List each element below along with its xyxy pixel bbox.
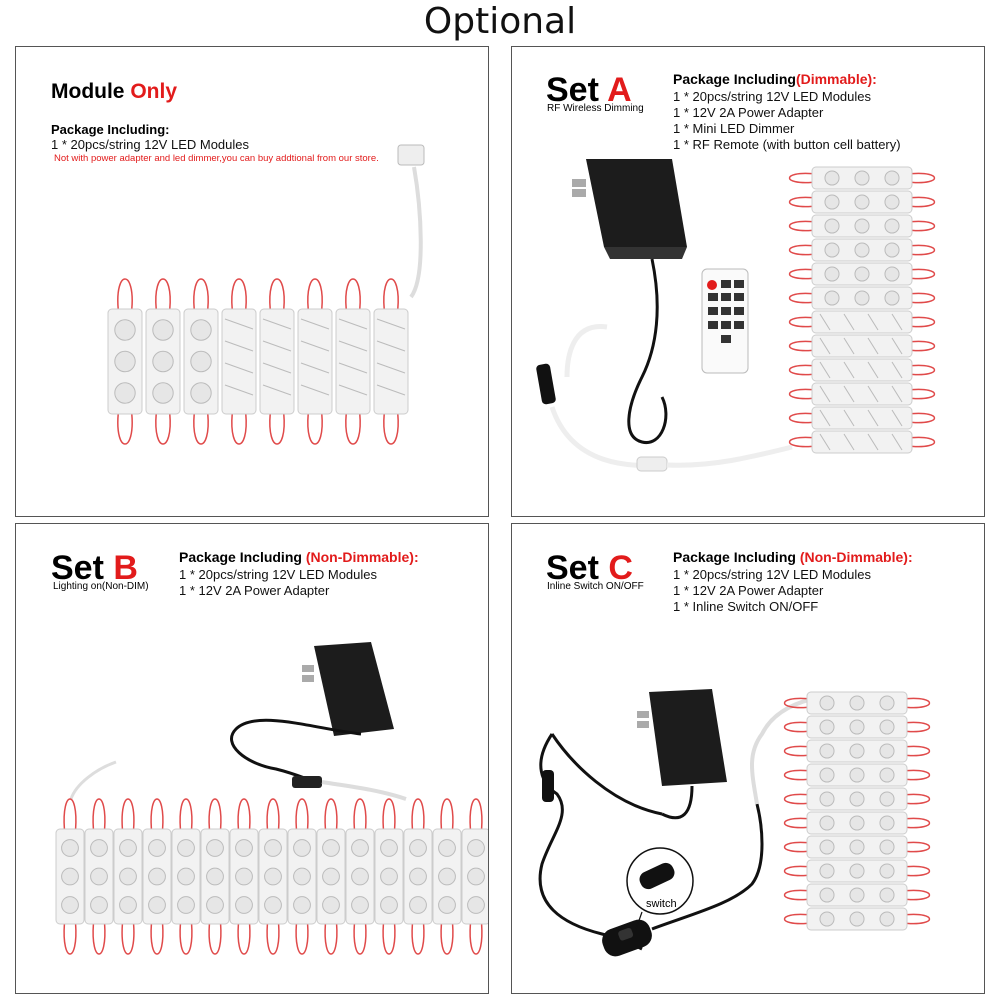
led-module: [811, 430, 913, 454]
panel-module-only: Module Only Package Including: 1 * 20pcs…: [15, 46, 489, 517]
panel-subtitle: RF Wireless Dimming: [547, 103, 644, 114]
package-item: 1 * 12V 2A Power Adapter: [673, 105, 824, 120]
package-item: 1 * Inline Switch ON/OFF: [673, 599, 819, 614]
panel-set-b: Set B Lighting on(Non-DIM) Package Inclu…: [15, 523, 489, 994]
panel-subtitle: Inline Switch ON/OFF: [547, 581, 644, 592]
package-heading: Package Including (Non-Dimmable):: [673, 549, 913, 565]
power-adapter-icon: [572, 159, 687, 259]
led-module: [373, 308, 409, 415]
set-a-product-image: [536, 159, 935, 472]
set-c-product-image: switch: [538, 689, 930, 957]
led-module: [297, 308, 333, 415]
led-module-string-image: [107, 144, 425, 445]
led-module: [811, 334, 913, 358]
package-item: 1 * 20pcs/string 12V LED Modules: [673, 567, 871, 582]
panel-title: Set C: [546, 549, 633, 587]
led-module: [811, 382, 913, 406]
package-item: 1 * 12V 2A Power Adapter: [673, 583, 824, 598]
led-module: [811, 310, 913, 334]
switch-label: switch: [646, 898, 677, 910]
panel-title: Module Only: [51, 80, 178, 103]
package-item: 1 * 20pcs/string 12V LED Modules: [51, 137, 249, 152]
led-module: [259, 308, 295, 415]
package-item: 1 * 20pcs/string 12V LED Modules: [179, 567, 377, 582]
panel-set-c: Set C Inline Switch ON/OFF Package Inclu…: [511, 523, 985, 994]
led-module: [221, 308, 257, 415]
package-item: 1 * 12V 2A Power Adapter: [179, 583, 330, 598]
set-b-product-image: [55, 642, 488, 955]
page-title: Optional: [423, 1, 577, 42]
note-text: Not with power adapter and led dimmer,yo…: [54, 153, 379, 164]
panel-subtitle: Lighting on(Non-DIM): [53, 581, 149, 592]
panel-title: Set A: [546, 71, 632, 109]
package-item: 1 * Mini LED Dimmer: [673, 121, 795, 136]
power-adapter-icon: [637, 689, 727, 786]
rf-remote-icon: [701, 268, 749, 374]
inline-switch-icon: [602, 919, 652, 957]
panel-title: Set B: [51, 549, 138, 587]
dimmer-icon: [536, 324, 793, 472]
package-heading: Package Including:: [51, 122, 170, 137]
led-module: [811, 406, 913, 430]
power-adapter-icon: [302, 642, 394, 736]
led-module: [335, 308, 371, 415]
led-module: [811, 358, 913, 382]
package-item: 1 * RF Remote (with button cell battery): [673, 137, 901, 152]
package-item: 1 * 20pcs/string 12V LED Modules: [673, 89, 871, 104]
package-heading: Package Including (Non-Dimmable):: [179, 549, 419, 565]
package-heading: Package Including(Dimmable):: [673, 71, 877, 87]
panel-set-a: Set A RF Wireless Dimming Package Includ…: [511, 46, 985, 517]
